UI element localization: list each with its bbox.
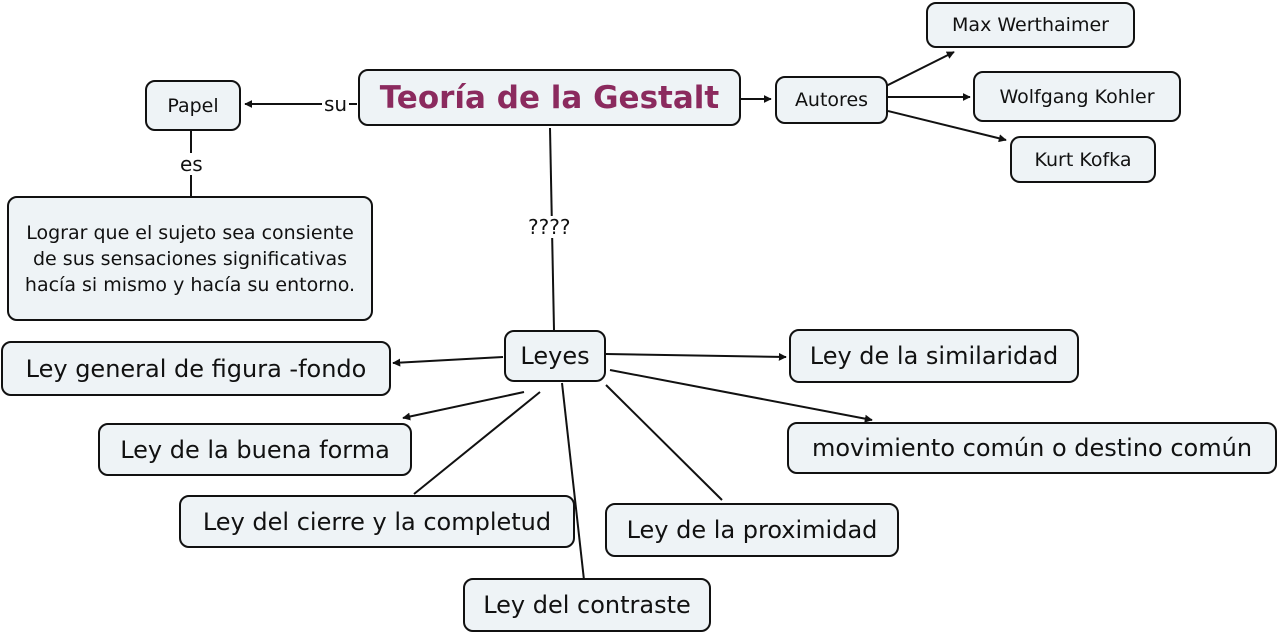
node-ley-figura-fondo[interactable]: Ley general de figura -fondo [1,341,391,396]
node-ley-proximidad[interactable]: Ley de la proximidad [605,503,899,557]
edge-leyes-similaridad [605,352,787,361]
node-autores[interactable]: Autores [775,76,888,124]
node-ley-buena-forma[interactable]: Ley de la buena forma [98,423,412,476]
node-ley-cierre[interactable]: Ley del cierre y la completud [179,495,575,548]
central-topic[interactable]: Teoría de la Gestalt [358,69,741,126]
link-label-es: es [178,152,205,176]
edge-leyes-movimiento [609,369,873,423]
node-papel[interactable]: Papel [145,80,241,131]
node-wolfgang-kohler[interactable]: Wolfgang Kohler [973,71,1181,122]
node-leyes[interactable]: Leyes [504,330,606,382]
edge-leyes-contraste [561,382,585,581]
link-label-pregunta: ???? [526,215,573,239]
edge-autores-kurt [887,110,1007,143]
edge-leyes-cierre [413,391,541,495]
edge-autores-max [885,51,955,87]
node-ley-contraste[interactable]: Ley del contraste [463,578,711,632]
node-ley-similaridad[interactable]: Ley de la similaridad [789,329,1079,383]
node-definicion[interactable]: Lograr que el sujeto sea consiente de su… [7,196,373,321]
edge-leyes-proximidad [605,384,723,501]
edge-leyes-buena-forma [402,391,525,421]
link-label-su: su [322,92,350,116]
node-max-werthaimer[interactable]: Max Werthaimer [926,2,1135,48]
node-kurt-kofka[interactable]: Kurt Kofka [1010,136,1156,183]
edge-leyes-figura [392,356,504,367]
node-movimiento-comun[interactable]: movimiento común o destino común [787,422,1277,474]
